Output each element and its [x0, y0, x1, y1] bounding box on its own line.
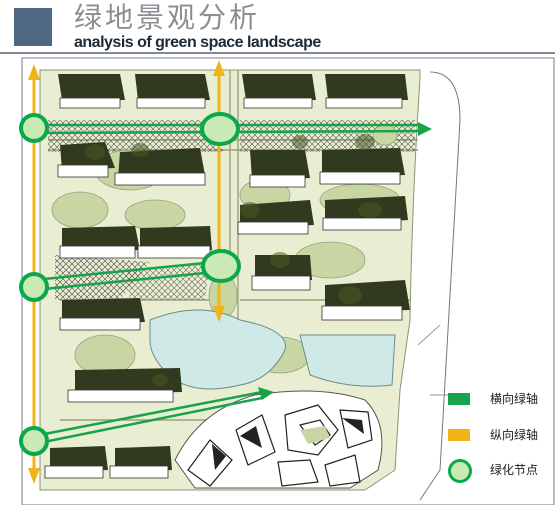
tree-canopies	[85, 134, 382, 386]
water-pool-east	[299, 334, 396, 387]
legend-label-node: 绿化节点	[490, 463, 539, 477]
legend-label-vertical: 纵向绿轴	[490, 428, 539, 442]
page-title: 绿地景观分析	[74, 1, 261, 34]
site-plan	[19, 57, 555, 505]
legend-horizontal-axis: 横向绿轴	[448, 388, 552, 412]
plaza-solid-shapes	[212, 418, 364, 470]
mesh-plaza-center	[125, 262, 210, 300]
legend-label-horizontal: 横向绿轴	[490, 392, 539, 406]
right-boundary	[419, 71, 461, 501]
legend-node-icon	[448, 459, 472, 483]
legend-green-swatch	[448, 393, 470, 405]
legend-vertical-axis: 纵向绿轴	[448, 424, 552, 448]
mesh-plaza-west	[55, 255, 150, 300]
title-square-icon	[14, 8, 52, 46]
boundary-detail	[417, 324, 450, 396]
plaza-green-pad	[300, 426, 330, 444]
legend-green-node: 绿化节点	[448, 459, 552, 483]
legend-yellow-swatch	[448, 429, 470, 441]
page-subtitle: analysis of green space landscape	[74, 34, 321, 51]
axis-arrow-east	[418, 122, 432, 136]
axis-arrow-plaza	[258, 387, 274, 400]
buildings	[44, 74, 410, 479]
title-divider	[0, 52, 555, 54]
green-nodes	[19, 112, 241, 456]
